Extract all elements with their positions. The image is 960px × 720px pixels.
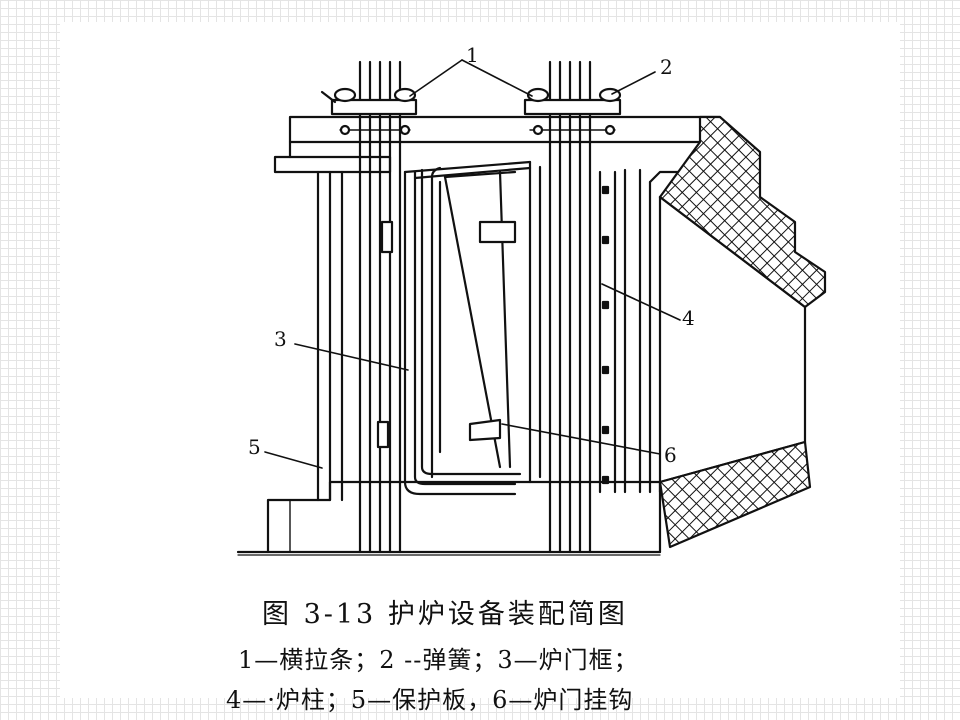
spring-clamp-left xyxy=(320,87,418,136)
slide-canvas: 1 2 3 4 5 6 图 3-13 护炉设备装配简图 1—横拉条；2 --弹簧… xyxy=(60,22,900,714)
hook-frame xyxy=(528,160,682,494)
callout-2: 2 xyxy=(660,55,673,79)
brick-top xyxy=(658,115,827,309)
left-column xyxy=(316,170,344,502)
callout-3: 3 xyxy=(274,327,287,351)
tie-rod-right xyxy=(548,60,592,554)
callout-6: 6 xyxy=(664,443,677,467)
callout-1: 1 xyxy=(466,43,479,67)
base-line xyxy=(236,550,662,556)
figure-legend-line-1: 1—横拉条；2 --弹簧；3—炉门框； xyxy=(238,646,639,674)
callout-4: 4 xyxy=(682,306,695,330)
brick-bottom xyxy=(658,440,812,549)
figure-legend-line-2: 4—·炉柱；5—保护板，6—炉门挂钩 xyxy=(226,686,634,714)
figure-caption-title: 图 3-13 护炉设备装配简图 xyxy=(262,599,628,630)
spring-clamp-right xyxy=(523,87,622,136)
furnace-protection-equipment-diagram: 1 2 3 4 5 6 xyxy=(236,43,827,556)
door-opening xyxy=(443,170,517,469)
furnace-door-frame xyxy=(403,160,532,496)
tie-rod-left xyxy=(358,60,402,554)
callout-5: 5 xyxy=(248,435,261,459)
callout-leaders xyxy=(264,59,681,469)
buckstay-column xyxy=(598,168,642,494)
foundation xyxy=(266,480,662,554)
